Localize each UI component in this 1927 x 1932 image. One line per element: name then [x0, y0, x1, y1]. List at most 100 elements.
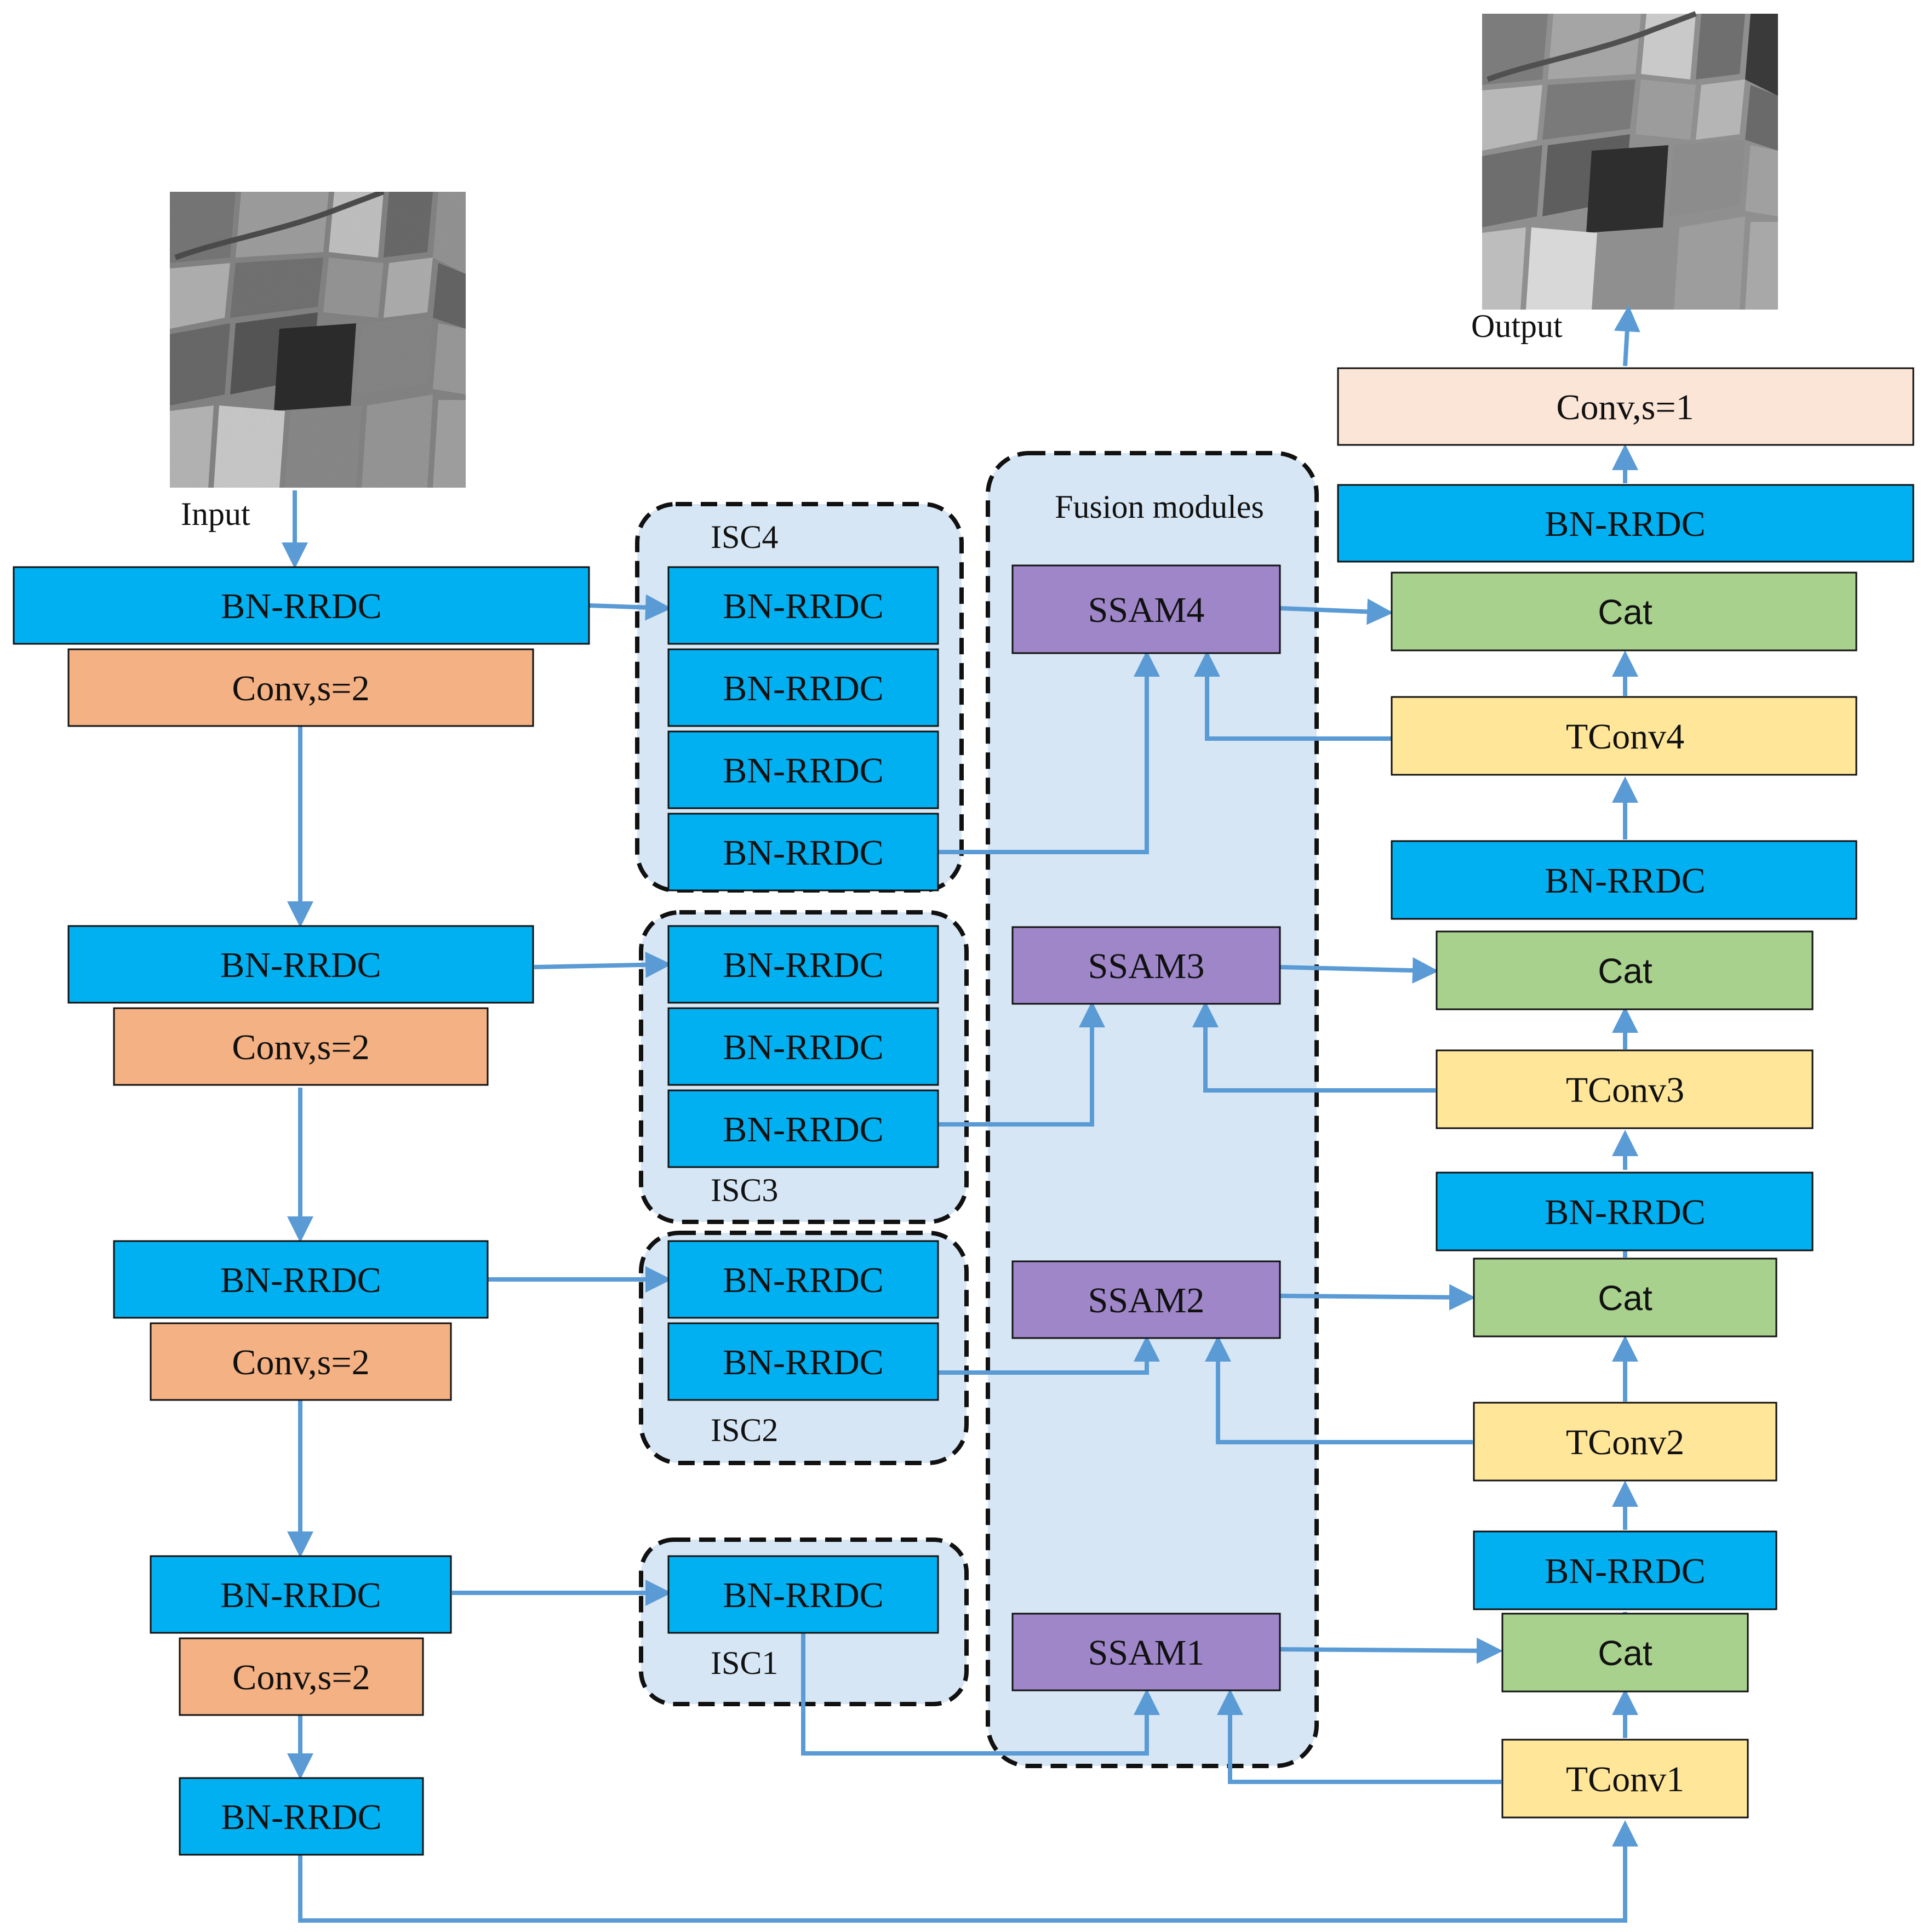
- output-image: [1482, 11, 1778, 310]
- arrow-ssam1-to-cat1: [1279, 1637, 1503, 1664]
- svg-text:SSAM1: SSAM1: [1088, 1633, 1205, 1673]
- arrow-isc1-to-ssam1: [801, 1633, 1160, 1756]
- arrow-tconv1-to-ssam1: [1217, 1689, 1501, 1784]
- encoder-bn-rrdc-4: BN-RRDC: [150, 1555, 452, 1634]
- svg-text:BN-RRDC: BN-RRDC: [723, 751, 883, 791]
- ssam2-box: SSAM2: [1011, 1260, 1281, 1339]
- tconv4-box: TConv4: [1391, 696, 1857, 776]
- encoder-conv-4: Conv,s=2: [179, 1637, 424, 1716]
- svg-text:Conv,s=2: Conv,s=2: [232, 1027, 369, 1067]
- input-label: Input: [181, 496, 250, 532]
- svg-text:Conv,s=2: Conv,s=2: [232, 1342, 369, 1382]
- decoder-bn-rrdc-3: BN-RRDC: [1391, 840, 1857, 920]
- decoder-bn-rrdc-top: BN-RRDC: [1337, 484, 1914, 563]
- cat2-box: Cat: [1473, 1257, 1777, 1337]
- encoder-bn-rrdc-3: BN-RRDC: [113, 1240, 489, 1319]
- arrow-tconv4-to-ssam4: [1194, 650, 1392, 741]
- encoder-conv-3: Conv,s=2: [150, 1322, 452, 1401]
- svg-text:BN-RRDC: BN-RRDC: [723, 1027, 883, 1067]
- svg-text:Cat: Cat: [1598, 1278, 1652, 1318]
- isc4-block-1: BN-RRDC: [667, 566, 939, 645]
- svg-text:BN-RRDC: BN-RRDC: [723, 586, 883, 626]
- decoder: Conv,s=1 BN-RRDC Cat TConv4 BN-RRDC Cat …: [1337, 367, 1914, 1819]
- decoder-bn-rrdc-2: BN-RRDC: [1436, 1171, 1814, 1251]
- ssam1-box: SSAM1: [1011, 1613, 1281, 1691]
- isc3-label: ISC3: [711, 1172, 778, 1208]
- isc1-block-1: BN-RRDC: [667, 1555, 939, 1634]
- arrow-isc3-to-ssam3: [938, 1001, 1105, 1127]
- svg-text:Conv,s=1: Conv,s=1: [1556, 387, 1694, 427]
- fusion-modules-label: Fusion modules: [1055, 489, 1264, 525]
- svg-text:BN-RRDC: BN-RRDC: [1545, 1192, 1705, 1232]
- encoder-bn-rrdc-5: BN-RRDC: [179, 1777, 424, 1856]
- svg-text:TConv2: TConv2: [1566, 1422, 1684, 1462]
- svg-text:BN-RRDC: BN-RRDC: [723, 945, 883, 985]
- encoder-conv-1: Conv,s=2: [67, 648, 534, 727]
- isc3-block-1: BN-RRDC: [667, 925, 939, 1004]
- ssam4-box: SSAM4: [1011, 564, 1281, 654]
- arrow-ssam4-to-cat4: [1279, 598, 1393, 625]
- arrow-isc4-to-ssam4: [938, 650, 1160, 854]
- arrow-bn2-to-isc3: [534, 951, 672, 978]
- conv-stride1-box: Conv,s=1: [1337, 367, 1914, 446]
- svg-text:TConv4: TConv4: [1566, 717, 1684, 757]
- svg-text:BN-RRDC: BN-RRDC: [1545, 1551, 1705, 1591]
- svg-text:Cat: Cat: [1598, 592, 1652, 632]
- svg-text:SSAM3: SSAM3: [1088, 946, 1205, 986]
- isc2-block-1: BN-RRDC: [667, 1240, 939, 1319]
- encoder-conv-2: Conv,s=2: [113, 1007, 489, 1086]
- svg-text:BN-RRDC: BN-RRDC: [221, 586, 381, 626]
- svg-text:BN-RRDC: BN-RRDC: [1545, 504, 1705, 544]
- encoder: BN-RRDC Conv,s=2 BN-RRDC Conv,s=2 BN-RRD…: [13, 566, 590, 1856]
- isc-blocks: BN-RRDC BN-RRDC BN-RRDC BN-RRDC BN-RRDC …: [667, 566, 939, 1634]
- arrow-ssam3-to-cat3: [1279, 957, 1439, 984]
- arrow-isc2-to-ssam2: [938, 1335, 1160, 1375]
- cat1-box: Cat: [1501, 1613, 1749, 1693]
- svg-text:BN-RRDC: BN-RRDC: [723, 1342, 883, 1382]
- isc4-block-4: BN-RRDC: [667, 813, 939, 891]
- tconv2-box: TConv2: [1473, 1402, 1777, 1482]
- svg-text:SSAM2: SSAM2: [1088, 1281, 1205, 1321]
- svg-text:SSAM4: SSAM4: [1088, 590, 1205, 630]
- svg-text:BN-RRDC: BN-RRDC: [220, 1260, 381, 1300]
- isc1-label: ISC1: [711, 1645, 778, 1681]
- cat4-box: Cat: [1391, 571, 1857, 651]
- svg-text:BN-RRDC: BN-RRDC: [220, 945, 381, 985]
- isc2-label: ISC2: [711, 1412, 778, 1448]
- svg-text:Cat: Cat: [1598, 1633, 1652, 1673]
- arrow-convout-to-output: [1614, 305, 1640, 367]
- svg-text:BN-RRDC: BN-RRDC: [723, 833, 883, 873]
- output-label: Output: [1471, 308, 1563, 344]
- encoder-bn-rrdc-2: BN-RRDC: [67, 925, 534, 1004]
- input-image: [170, 189, 466, 488]
- fusion-modules-group: Fusion modules: [986, 451, 1319, 1768]
- svg-text:BN-RRDC: BN-RRDC: [221, 1797, 381, 1837]
- arrow-bn5-to-tconv1: [298, 1820, 1638, 1923]
- isc3-block-3: BN-RRDC: [667, 1089, 939, 1168]
- svg-text:BN-RRDC: BN-RRDC: [723, 1110, 883, 1150]
- svg-text:TConv1: TConv1: [1566, 1759, 1684, 1799]
- isc4-block-3: BN-RRDC: [667, 730, 939, 809]
- decoder-bn-rrdc-1: BN-RRDC: [1473, 1530, 1777, 1610]
- svg-text:Cat: Cat: [1598, 951, 1652, 991]
- arrow-tconv2-to-ssam2: [1205, 1335, 1473, 1444]
- encoder-bn-rrdc-1: BN-RRDC: [13, 566, 590, 645]
- tconv3-box: TConv3: [1436, 1049, 1814, 1129]
- svg-text:BN-RRDC: BN-RRDC: [1545, 861, 1705, 901]
- svg-text:BN-RRDC: BN-RRDC: [723, 668, 883, 708]
- isc3-block-2: BN-RRDC: [667, 1007, 939, 1086]
- tconv1-box: TConv1: [1501, 1739, 1749, 1819]
- isc2-block-2: BN-RRDC: [667, 1322, 939, 1401]
- isc4-block-2: BN-RRDC: [667, 648, 939, 727]
- connectors: [282, 305, 1640, 1923]
- isc4-label: ISC4: [711, 519, 778, 555]
- svg-text:BN-RRDC: BN-RRDC: [723, 1260, 883, 1300]
- svg-text:TConv3: TConv3: [1566, 1070, 1684, 1110]
- arrow-ssam2-to-cat2: [1279, 1284, 1476, 1311]
- ssam-modules: SSAM4 SSAM3 SSAM2 SSAM1: [1011, 564, 1281, 1691]
- svg-text:BN-RRDC: BN-RRDC: [723, 1575, 883, 1615]
- svg-text:Conv,s=2: Conv,s=2: [232, 1657, 370, 1697]
- arrow-tconv3-to-ssam3: [1192, 1001, 1436, 1093]
- svg-text:BN-RRDC: BN-RRDC: [220, 1575, 381, 1615]
